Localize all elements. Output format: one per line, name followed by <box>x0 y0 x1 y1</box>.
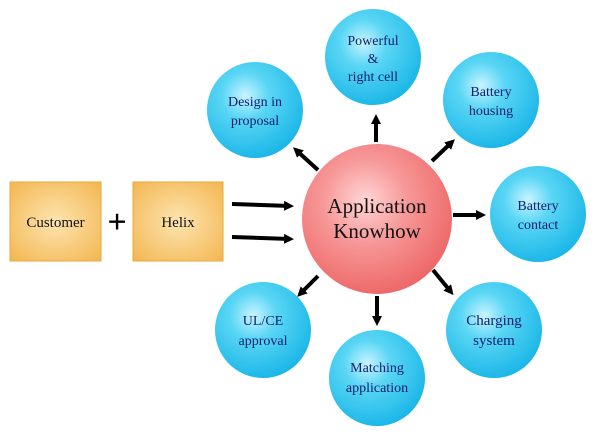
node-housing-line2: housing <box>469 104 513 119</box>
node-charging-line1: Charging <box>466 313 522 329</box>
node-ul-ce-approval: UL/CE approval <box>215 282 311 378</box>
node-ulce-line1: UL/CE <box>243 314 283 329</box>
arrow-to-bottom-left <box>297 274 320 297</box>
node-powerful-right-cell: Powerful & right cell <box>325 9 421 105</box>
node-contact-line1: Battery <box>517 199 558 214</box>
node-matching-line2: application <box>346 381 408 396</box>
arrow-to-top-right <box>430 139 455 163</box>
center-label-line1: Application <box>327 194 427 218</box>
customer-box: Customer <box>9 181 102 262</box>
node-battery-contact: Battery contact <box>490 166 586 262</box>
helix-label: Helix <box>161 215 195 231</box>
arrow-to-top-left <box>293 147 320 172</box>
node-design-line1: Design in <box>228 95 282 110</box>
helix-box: Helix <box>132 181 224 262</box>
center-node-application-knowhow: Application Knowhow <box>302 144 452 294</box>
node-contact-line2: contact <box>518 218 559 233</box>
customer-label: Customer <box>26 215 84 231</box>
node-charging-system: Charging system <box>446 282 542 378</box>
node-design-in-proposal: Design in proposal <box>207 62 303 158</box>
node-powerful-line3: right cell <box>348 70 398 85</box>
node-housing-line1: Battery <box>470 85 511 100</box>
center-label-line2: Knowhow <box>333 219 421 243</box>
node-matching-application: Matching application <box>329 330 425 426</box>
node-powerful-line1: Powerful <box>347 34 398 49</box>
node-ulce-line2: approval <box>239 334 288 349</box>
node-charging-line2: system <box>473 333 515 349</box>
arrow-input-lower <box>231 233 294 244</box>
arrow-to-bottom-right <box>431 268 454 296</box>
arrow-input-upper <box>231 200 294 211</box>
plus-sign: + <box>107 204 126 241</box>
node-powerful-line2: & <box>368 52 379 67</box>
node-design-line2: proposal <box>231 114 279 129</box>
node-battery-housing: Battery housing <box>443 52 539 148</box>
node-matching-line1: Matching <box>350 361 404 376</box>
